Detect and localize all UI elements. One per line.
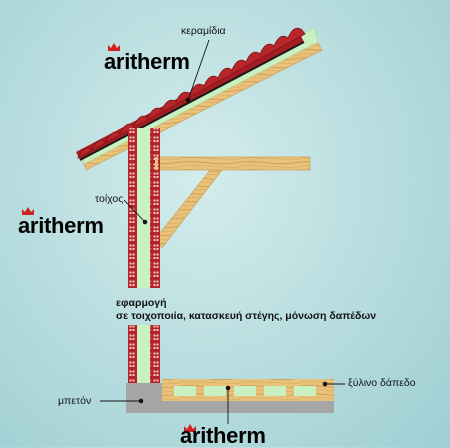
label-wall: τοίχος xyxy=(95,193,124,205)
ceiling-beam xyxy=(154,156,311,249)
wooden-floor xyxy=(162,379,334,401)
leader-tiles xyxy=(187,39,210,101)
crown-icon xyxy=(108,43,120,51)
label-tiles: κεραμίδια xyxy=(181,25,226,37)
logo-text: aritherm xyxy=(104,49,190,74)
logo-text: aritherm xyxy=(18,213,104,238)
label-concrete: μπετόν xyxy=(58,395,92,407)
lower-wall xyxy=(128,325,160,383)
crown-icon xyxy=(184,424,196,432)
logo-text: aritherm xyxy=(180,423,266,448)
application-description: σε τοιχοποιία, κατασκευή στέγης, μόνωση … xyxy=(116,310,377,322)
leader-wall xyxy=(123,199,146,223)
crown-icon xyxy=(22,207,34,215)
upper-wall xyxy=(128,128,160,288)
label-wood-floor: ξύλινο δάπεδο xyxy=(348,377,416,389)
application-title: εφαρμογή xyxy=(116,297,167,309)
